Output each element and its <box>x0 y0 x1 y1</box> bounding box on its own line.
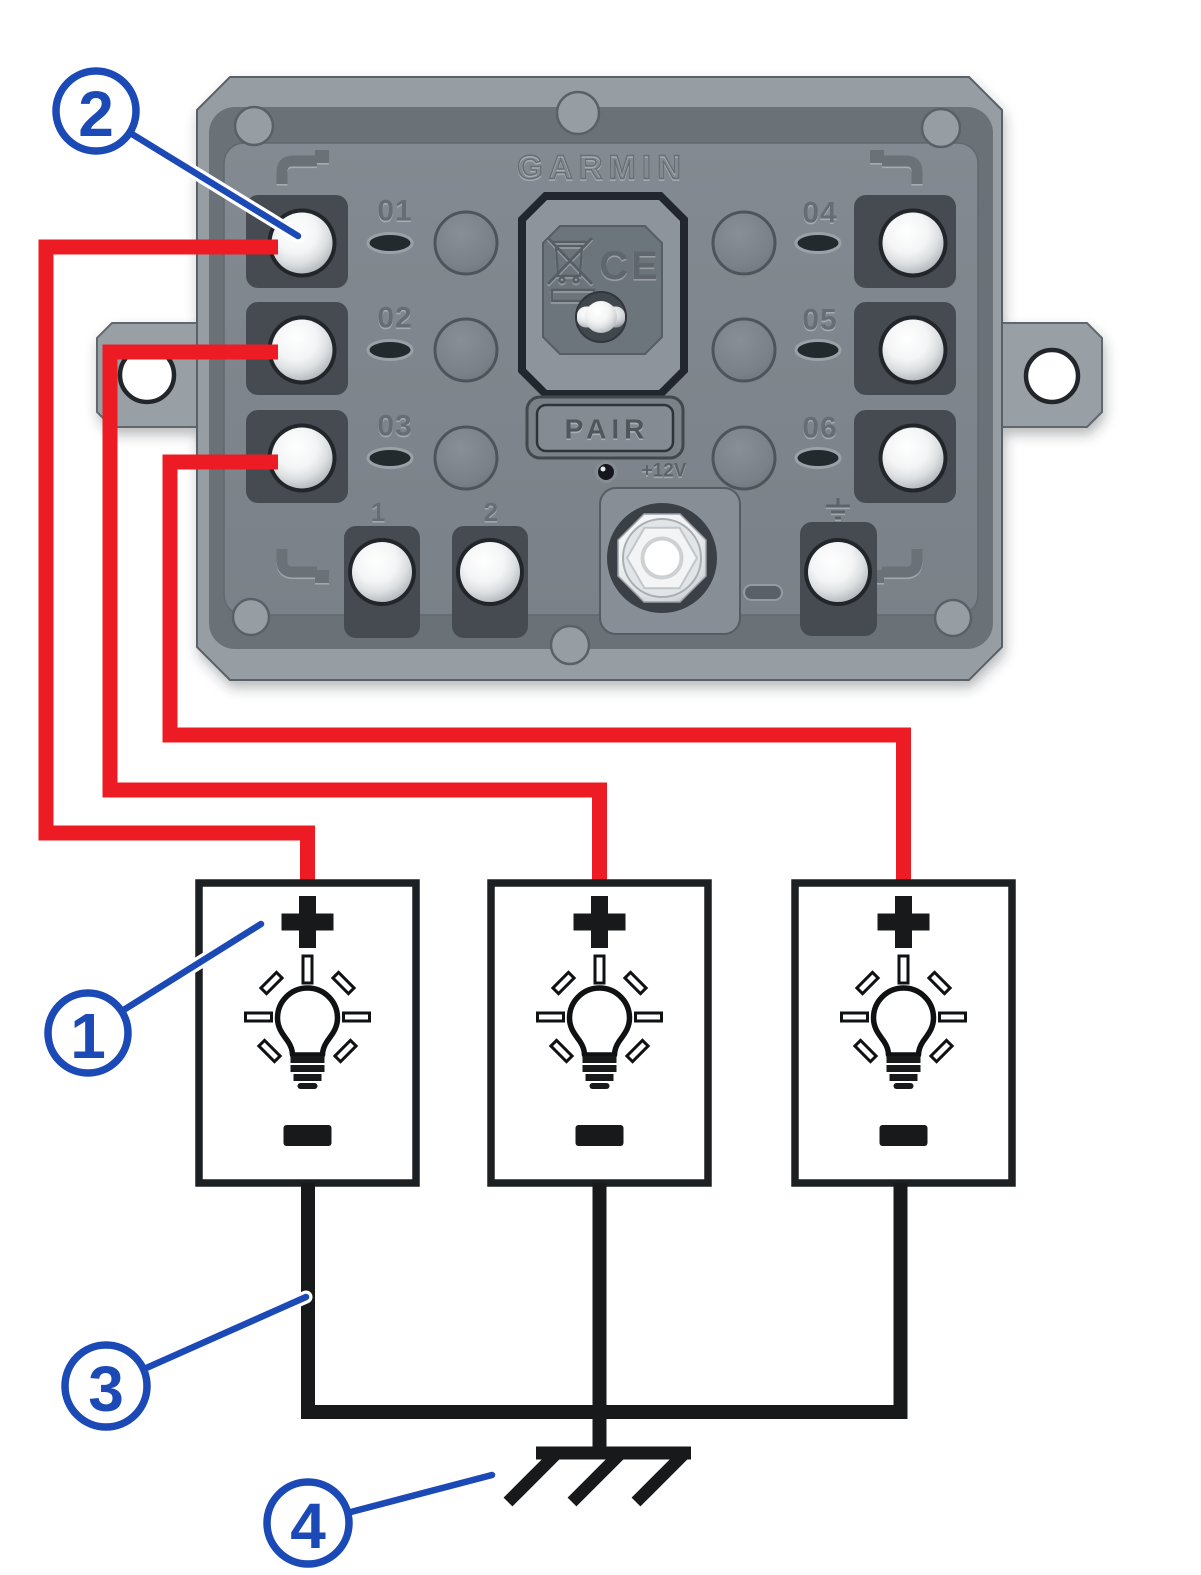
plus-symbol <box>281 896 334 948</box>
callout-4-number: 4 <box>290 1490 326 1562</box>
corner-arrow-icon <box>276 150 923 583</box>
accessory-box-1 <box>195 879 420 1187</box>
callout-2: 2 <box>52 67 305 243</box>
garmin-logo: GARMIN <box>517 149 687 186</box>
input-terminal-label-2: 2 <box>484 497 498 527</box>
terminal-label-01: 01 <box>377 195 412 228</box>
power-distribution-device: GARMIN 01 02 03 04 05 06 <box>96 76 1103 681</box>
screw-boss <box>231 90 973 666</box>
plus-symbol <box>573 896 626 948</box>
ground-icon <box>826 498 850 520</box>
terminal-label-03: 03 <box>377 410 412 443</box>
chassis-ground-symbol <box>503 1446 691 1507</box>
mounting-ear-right <box>1001 322 1103 428</box>
terminal-label-05: 05 <box>802 304 837 337</box>
callout-2-number: 2 <box>78 78 114 150</box>
terminal-label-04: 04 <box>802 197 837 230</box>
pair-button-label: PAIR <box>565 414 650 445</box>
accessory-box-3 <box>791 879 1016 1187</box>
pair-button: PAIR <box>525 395 685 460</box>
input-stud-2 <box>456 538 524 606</box>
ground-stud <box>804 538 872 606</box>
channel-button <box>433 210 777 491</box>
minus-symbol <box>879 1125 928 1146</box>
input-terminal-label-1: 1 <box>371 497 385 527</box>
accessory-box-2 <box>487 879 712 1187</box>
light-bulb-icon <box>840 954 967 1089</box>
light-bulb-icon <box>536 954 663 1089</box>
input-stud-1 <box>348 538 416 606</box>
callout-3: 3 <box>61 1290 313 1431</box>
terminal-stud-06 <box>878 423 948 493</box>
slot-detail <box>743 584 783 601</box>
terminal-stud-02 <box>267 315 337 385</box>
positive-wire-1 <box>38 239 315 888</box>
ground-terminal <box>743 498 877 636</box>
terminal-label-06: 06 <box>802 412 837 445</box>
mounting-hole-right <box>1023 347 1081 405</box>
positive-wire-3 <box>162 454 911 888</box>
minus-symbol <box>575 1125 624 1146</box>
status-led <box>595 461 617 483</box>
plus-symbol <box>877 896 930 948</box>
callout-1-number: 1 <box>70 1000 106 1072</box>
terminal-stud-05 <box>878 315 948 385</box>
power-post-nut <box>599 487 741 635</box>
terminal-stud-03 <box>267 423 337 493</box>
light-bulb-icon <box>244 954 371 1089</box>
terminal-stud-04 <box>878 208 948 278</box>
callout-4: 4 <box>263 1468 499 1568</box>
regulatory-plate: CE <box>518 192 688 398</box>
callout-1: 1 <box>44 917 268 1077</box>
minus-symbol <box>283 1125 332 1146</box>
ce-mark: CE <box>599 244 661 288</box>
callout-3-number: 3 <box>88 1353 124 1425</box>
indicator-slot <box>366 232 842 469</box>
keyhole-slot-icon <box>575 291 627 343</box>
terminal-label-02: 02 <box>377 302 412 335</box>
power-12v-label: +12V <box>642 461 687 482</box>
positive-wire-2 <box>102 344 607 888</box>
input-terminal-block: 1 2 <box>344 497 528 638</box>
terminal-block-right <box>854 195 956 503</box>
